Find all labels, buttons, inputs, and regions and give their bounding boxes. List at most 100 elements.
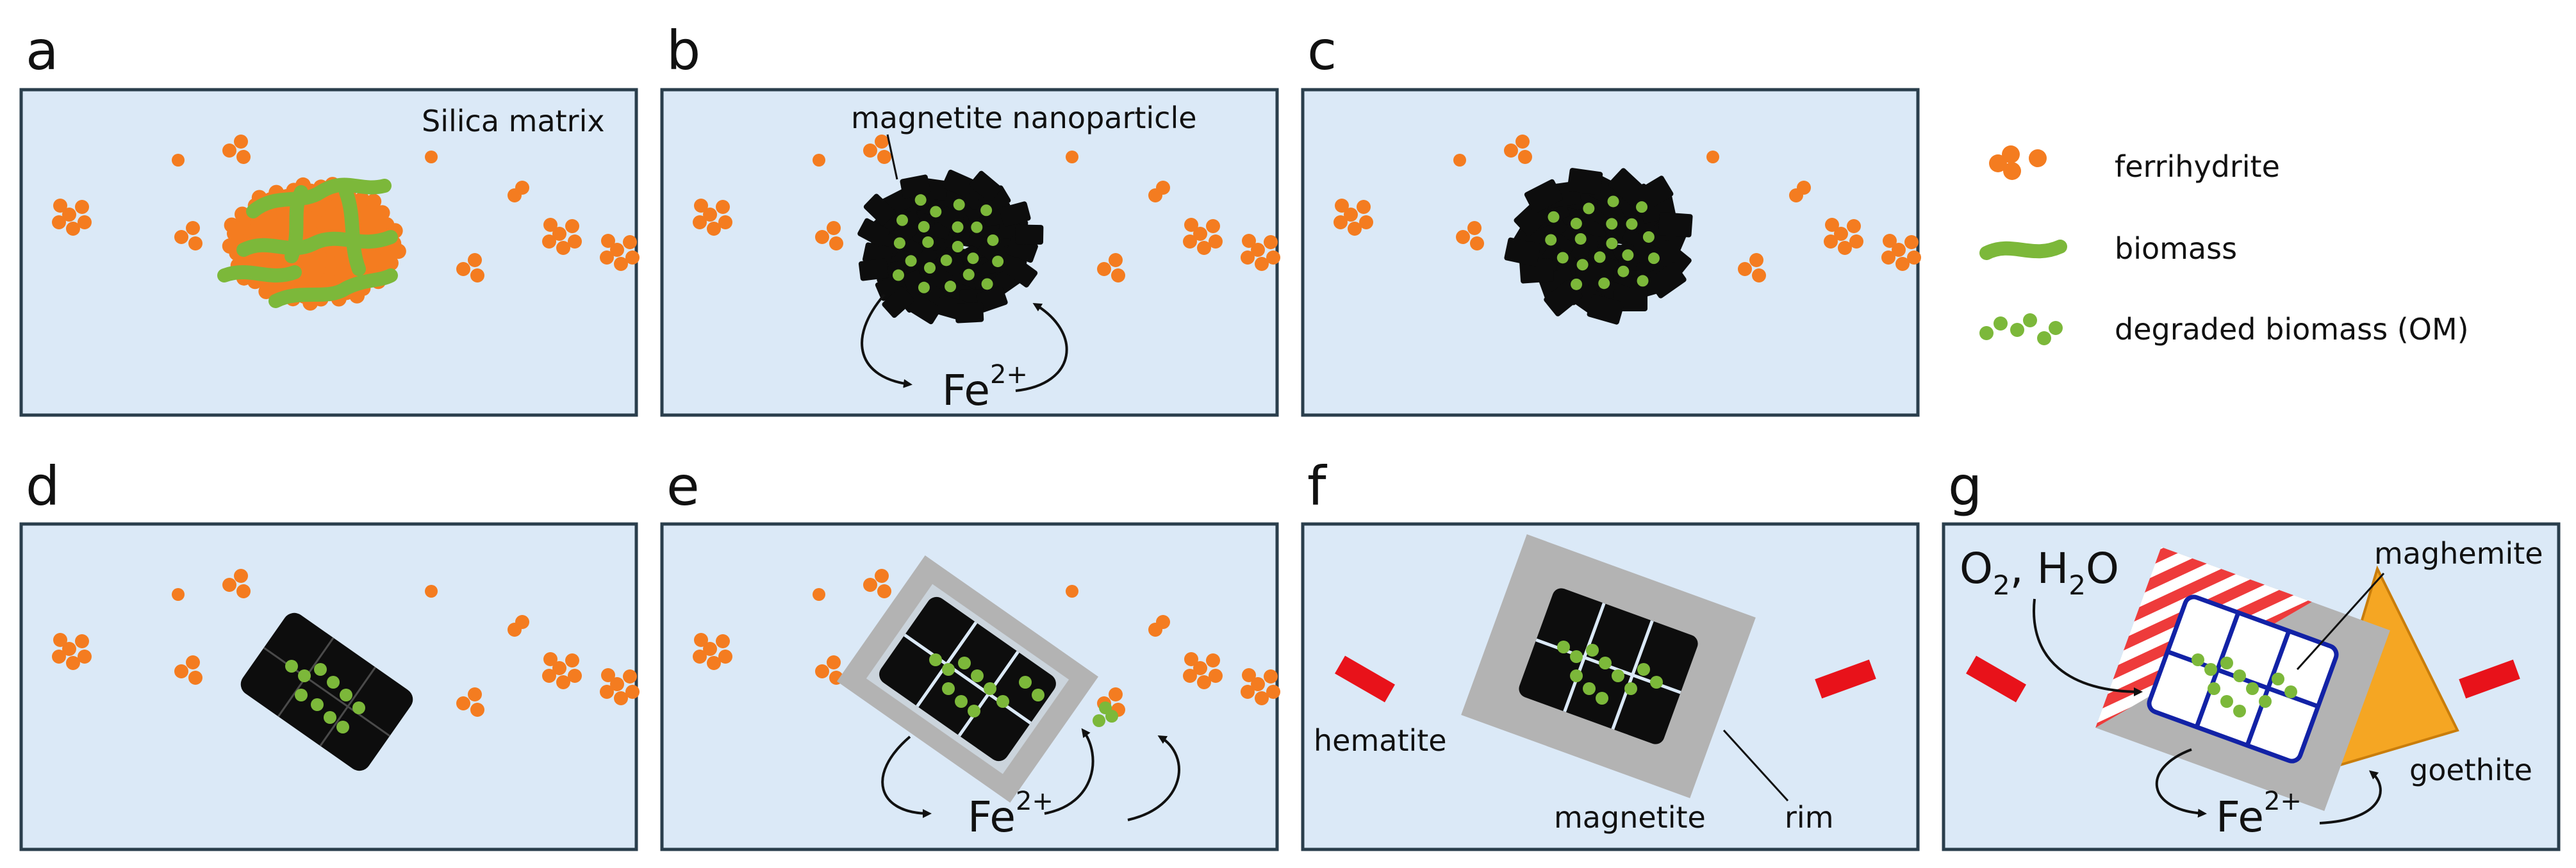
- degraded-biomass-particle: [2023, 313, 2037, 327]
- magnetite-particle: [857, 218, 890, 247]
- ferrihydrite-particle: [552, 661, 566, 675]
- degraded-biomass-particle: [336, 721, 349, 733]
- degraded-biomass-particle: [1607, 195, 1619, 208]
- degraded-biomass-particle: [1093, 714, 1105, 727]
- separator: ,: [2010, 544, 2037, 593]
- degraded-biomass-particle: [298, 669, 311, 682]
- magnetite-compact-aggregate: [240, 612, 413, 771]
- degraded-biomass-particle: [952, 221, 964, 233]
- ferrihydrite-particle: [610, 243, 624, 257]
- process-arrows: [2033, 598, 2382, 824]
- ferrihydrite-particle: [1825, 218, 1839, 232]
- degraded-biomass-particle: [1626, 218, 1638, 230]
- ferrihydrite-particle: [552, 227, 566, 241]
- ferrihydrite-particle: [1251, 677, 1265, 691]
- ferrihydrite-particle: [703, 642, 717, 656]
- ferrihydrite-particle: [75, 200, 89, 214]
- panel-d-label: d: [26, 455, 60, 518]
- hematite-block: [2459, 659, 2520, 699]
- ferrihydrite-particle: [224, 217, 240, 233]
- hematite-block: [1335, 655, 1395, 703]
- ferrihydrite-particle: [542, 234, 556, 249]
- magnetite-particle: [976, 286, 1008, 313]
- ferrihydrite-particle: [174, 230, 188, 244]
- hematite-crystal: [1815, 659, 1876, 699]
- degraded-biomass-particle: [896, 214, 908, 226]
- degraded-biomass-particle: [1637, 663, 1650, 676]
- ferrihydrite-particle: [1834, 227, 1848, 241]
- degraded-biomass-particle: [953, 199, 965, 211]
- degraded-biomass-particle: [340, 689, 352, 701]
- arrow-left: [881, 735, 932, 818]
- ferrihydrite-particle: [354, 192, 370, 208]
- ferrihydrite-particle: [75, 634, 89, 648]
- rim-label: rim: [1785, 800, 1834, 835]
- panel-a-label: a: [26, 19, 58, 82]
- degraded-biomass-particle: [930, 206, 942, 218]
- ferrihydrite-particle: [52, 215, 66, 229]
- ferrihydrite-particle: [1849, 234, 1863, 249]
- degraded-biomass-particle: [962, 268, 975, 281]
- ferrihydrite-particle: [601, 668, 615, 682]
- ferrihydrite-particle: [1749, 253, 1763, 267]
- ferrihydrite-particle: [366, 193, 382, 209]
- ferrihydrite-particle: [1738, 262, 1752, 276]
- ferrihydrite-layer: [52, 135, 1921, 717]
- fe-cycle-arrows: [881, 728, 1180, 821]
- biomass-icon: [217, 265, 302, 283]
- degraded-biomass-particle: [892, 269, 904, 281]
- magnetite-particle: [900, 174, 931, 199]
- ferrihydrite-particle: [374, 205, 390, 221]
- hematite-crystal: [1966, 655, 2026, 703]
- ferrihydrite-particle: [543, 218, 557, 232]
- degraded-biomass-particle: [311, 698, 324, 711]
- ferrihydrite-particle: [565, 219, 579, 233]
- ferrihydrite-particle: [877, 150, 891, 164]
- panel-g-label: g: [1948, 455, 1982, 518]
- biomass-icon: [1979, 240, 2067, 260]
- oxygen-subscript: 2: [1993, 569, 2010, 601]
- degraded-biomass-particle: [992, 256, 1004, 268]
- degraded-biomass-particle: [2233, 705, 2246, 717]
- degraded-biomass-particle: [1548, 211, 1560, 223]
- ferrihydrite-particle: [827, 221, 841, 235]
- ferrihydrite-particle: [693, 650, 707, 664]
- legend-degraded-biomass-label: degraded biomass (OM): [2115, 312, 2469, 347]
- ferrihydrite-particle: [53, 199, 67, 213]
- ferrihydrite-particle: [1242, 668, 1256, 682]
- magnetite-particle: [863, 193, 896, 225]
- legend: ferrihydrite biomass degraded biomass (O…: [1979, 145, 2469, 347]
- degraded-biomass-cluster: [285, 660, 365, 733]
- ferrihydrite-particle: [707, 656, 721, 670]
- ferrihydrite-particle: [235, 206, 251, 222]
- degraded-biomass-particle: [987, 234, 999, 246]
- degraded-biomass-particle: [2272, 673, 2284, 685]
- degraded-biomass-particle: [2208, 682, 2220, 695]
- ferrihydrite-particle: [52, 650, 66, 664]
- ferrihydrite-particle: [1193, 227, 1207, 241]
- ferrihydrite-particle: [1264, 669, 1278, 684]
- magnetite-particle: [999, 201, 1031, 227]
- goethite-arrow: [2319, 770, 2382, 824]
- degraded-biomass-particle: [924, 262, 936, 274]
- ferrihydrite-particle: [78, 650, 92, 664]
- ferrihydrite-particle: [456, 696, 470, 710]
- ferrihydrite-particle: [470, 268, 484, 283]
- degraded-biomass-particle: [1624, 682, 1637, 695]
- ferrihydrite-particle: [383, 255, 399, 271]
- degraded-biomass-particle: [1586, 644, 1599, 657]
- magnetite-particle: [1014, 224, 1044, 245]
- ferrihydrite-particle: [1881, 250, 1895, 265]
- degraded-biomass-particle: [1032, 689, 1044, 701]
- degraded-biomass-particle: [2284, 685, 2297, 698]
- arrow-right: [1015, 302, 1068, 392]
- maghemite-leader-line: [2296, 572, 2385, 671]
- degraded-biomass-particle: [324, 711, 336, 724]
- ferrihydrite-particle: [1989, 154, 2007, 172]
- ferrihydrite-particle: [877, 584, 891, 598]
- ferrihydrite-particle: [1504, 143, 1518, 158]
- degraded-biomass-particle: [1556, 252, 1569, 264]
- ferrihydrite-particle: [1838, 241, 1852, 255]
- fe-charge: 2+: [1016, 787, 1053, 816]
- ferrihydrite-particle: [188, 236, 202, 250]
